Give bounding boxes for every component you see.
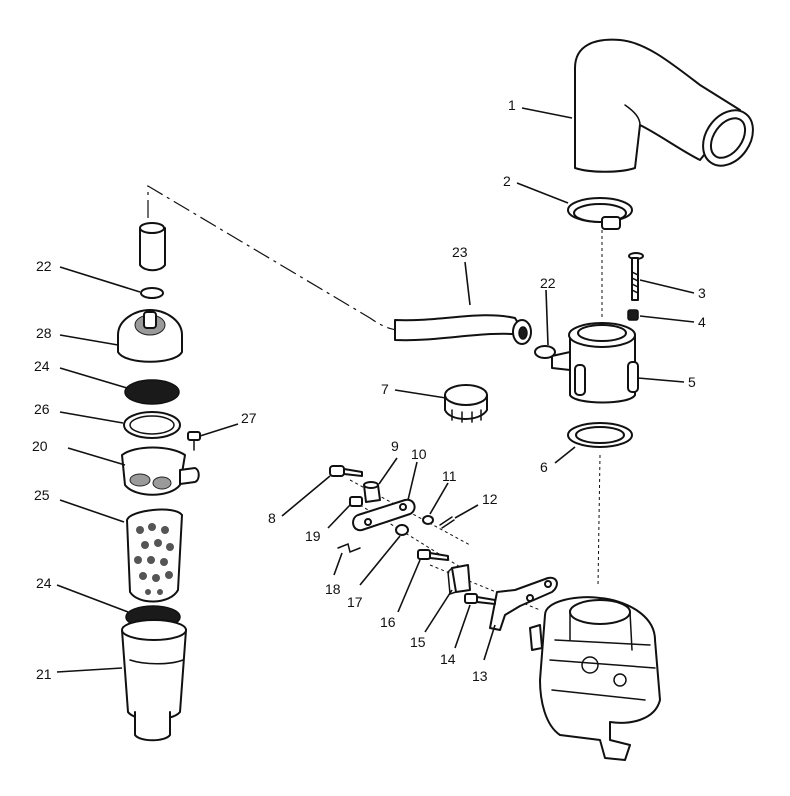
callout-24-bottom: 24 bbox=[36, 575, 52, 591]
hose-clip-right bbox=[534, 345, 556, 359]
spacer-9 bbox=[363, 481, 381, 503]
callout-15: 15 bbox=[410, 634, 426, 650]
callout-6: 6 bbox=[540, 459, 548, 475]
callout-21: 21 bbox=[36, 666, 52, 682]
callout-19: 19 bbox=[305, 528, 321, 544]
callout-1: 1 bbox=[508, 97, 516, 113]
filter-disc-top bbox=[124, 379, 180, 405]
link-10 bbox=[352, 498, 416, 532]
callout-2: 2 bbox=[503, 173, 511, 189]
screw-14 bbox=[464, 593, 496, 605]
hose-clip-left bbox=[140, 287, 164, 299]
hose-clamp bbox=[567, 197, 633, 230]
long-bolt bbox=[628, 252, 644, 301]
callout-16: 16 bbox=[380, 614, 396, 630]
cap bbox=[444, 384, 488, 423]
bracket-15 bbox=[447, 564, 471, 596]
filter-housing bbox=[121, 446, 200, 496]
leader-lines bbox=[56, 107, 695, 673]
callout-7: 7 bbox=[381, 381, 389, 397]
bolt-8 bbox=[329, 465, 363, 477]
short-hose bbox=[139, 222, 166, 272]
screw-16 bbox=[417, 549, 449, 561]
small-screw bbox=[187, 431, 201, 451]
adapter-housing bbox=[551, 322, 639, 404]
bracket-13 bbox=[489, 576, 558, 631]
washer-17 bbox=[395, 524, 409, 536]
callout-18: 18 bbox=[325, 581, 341, 597]
vertical-axis-right-lower bbox=[597, 454, 601, 586]
callout-14: 14 bbox=[440, 651, 456, 667]
callout-10: 10 bbox=[411, 446, 427, 462]
callout-27: 27 bbox=[241, 410, 257, 426]
nut bbox=[627, 309, 639, 321]
callout-13: 13 bbox=[472, 668, 488, 684]
gasket bbox=[123, 411, 181, 439]
callout-12: 12 bbox=[482, 491, 498, 507]
callout-4: 4 bbox=[698, 314, 706, 330]
canister bbox=[121, 619, 187, 742]
callout-22-left: 22 bbox=[36, 258, 52, 274]
callout-5: 5 bbox=[688, 374, 696, 390]
washer-11 bbox=[422, 515, 434, 525]
callout-25: 25 bbox=[34, 487, 50, 503]
cotter-pin-12 bbox=[439, 516, 455, 529]
callout-26: 26 bbox=[34, 401, 50, 417]
callout-11: 11 bbox=[442, 468, 457, 484]
clip-18 bbox=[337, 542, 361, 554]
hose-routing-line bbox=[147, 184, 401, 331]
callout-8: 8 bbox=[268, 510, 276, 526]
vent-hose bbox=[394, 314, 532, 345]
elbow-duct bbox=[574, 38, 754, 173]
carburetor bbox=[529, 596, 661, 761]
bolt-19 bbox=[349, 496, 363, 507]
filter-element bbox=[126, 508, 183, 603]
callout-17: 17 bbox=[347, 594, 363, 610]
callout-22-right: 22 bbox=[540, 275, 556, 291]
callout-24-top: 24 bbox=[34, 358, 50, 374]
callout-20: 20 bbox=[32, 438, 48, 454]
callout-labels: 1 2 3 4 5 6 7 8 9 10 11 12 13 14 15 16 1… bbox=[32, 97, 706, 684]
callout-23: 23 bbox=[452, 244, 468, 260]
valve-cap bbox=[117, 309, 183, 363]
callout-28: 28 bbox=[36, 325, 52, 341]
callout-3: 3 bbox=[698, 285, 706, 301]
callout-9: 9 bbox=[391, 438, 399, 454]
o-ring bbox=[567, 422, 633, 448]
